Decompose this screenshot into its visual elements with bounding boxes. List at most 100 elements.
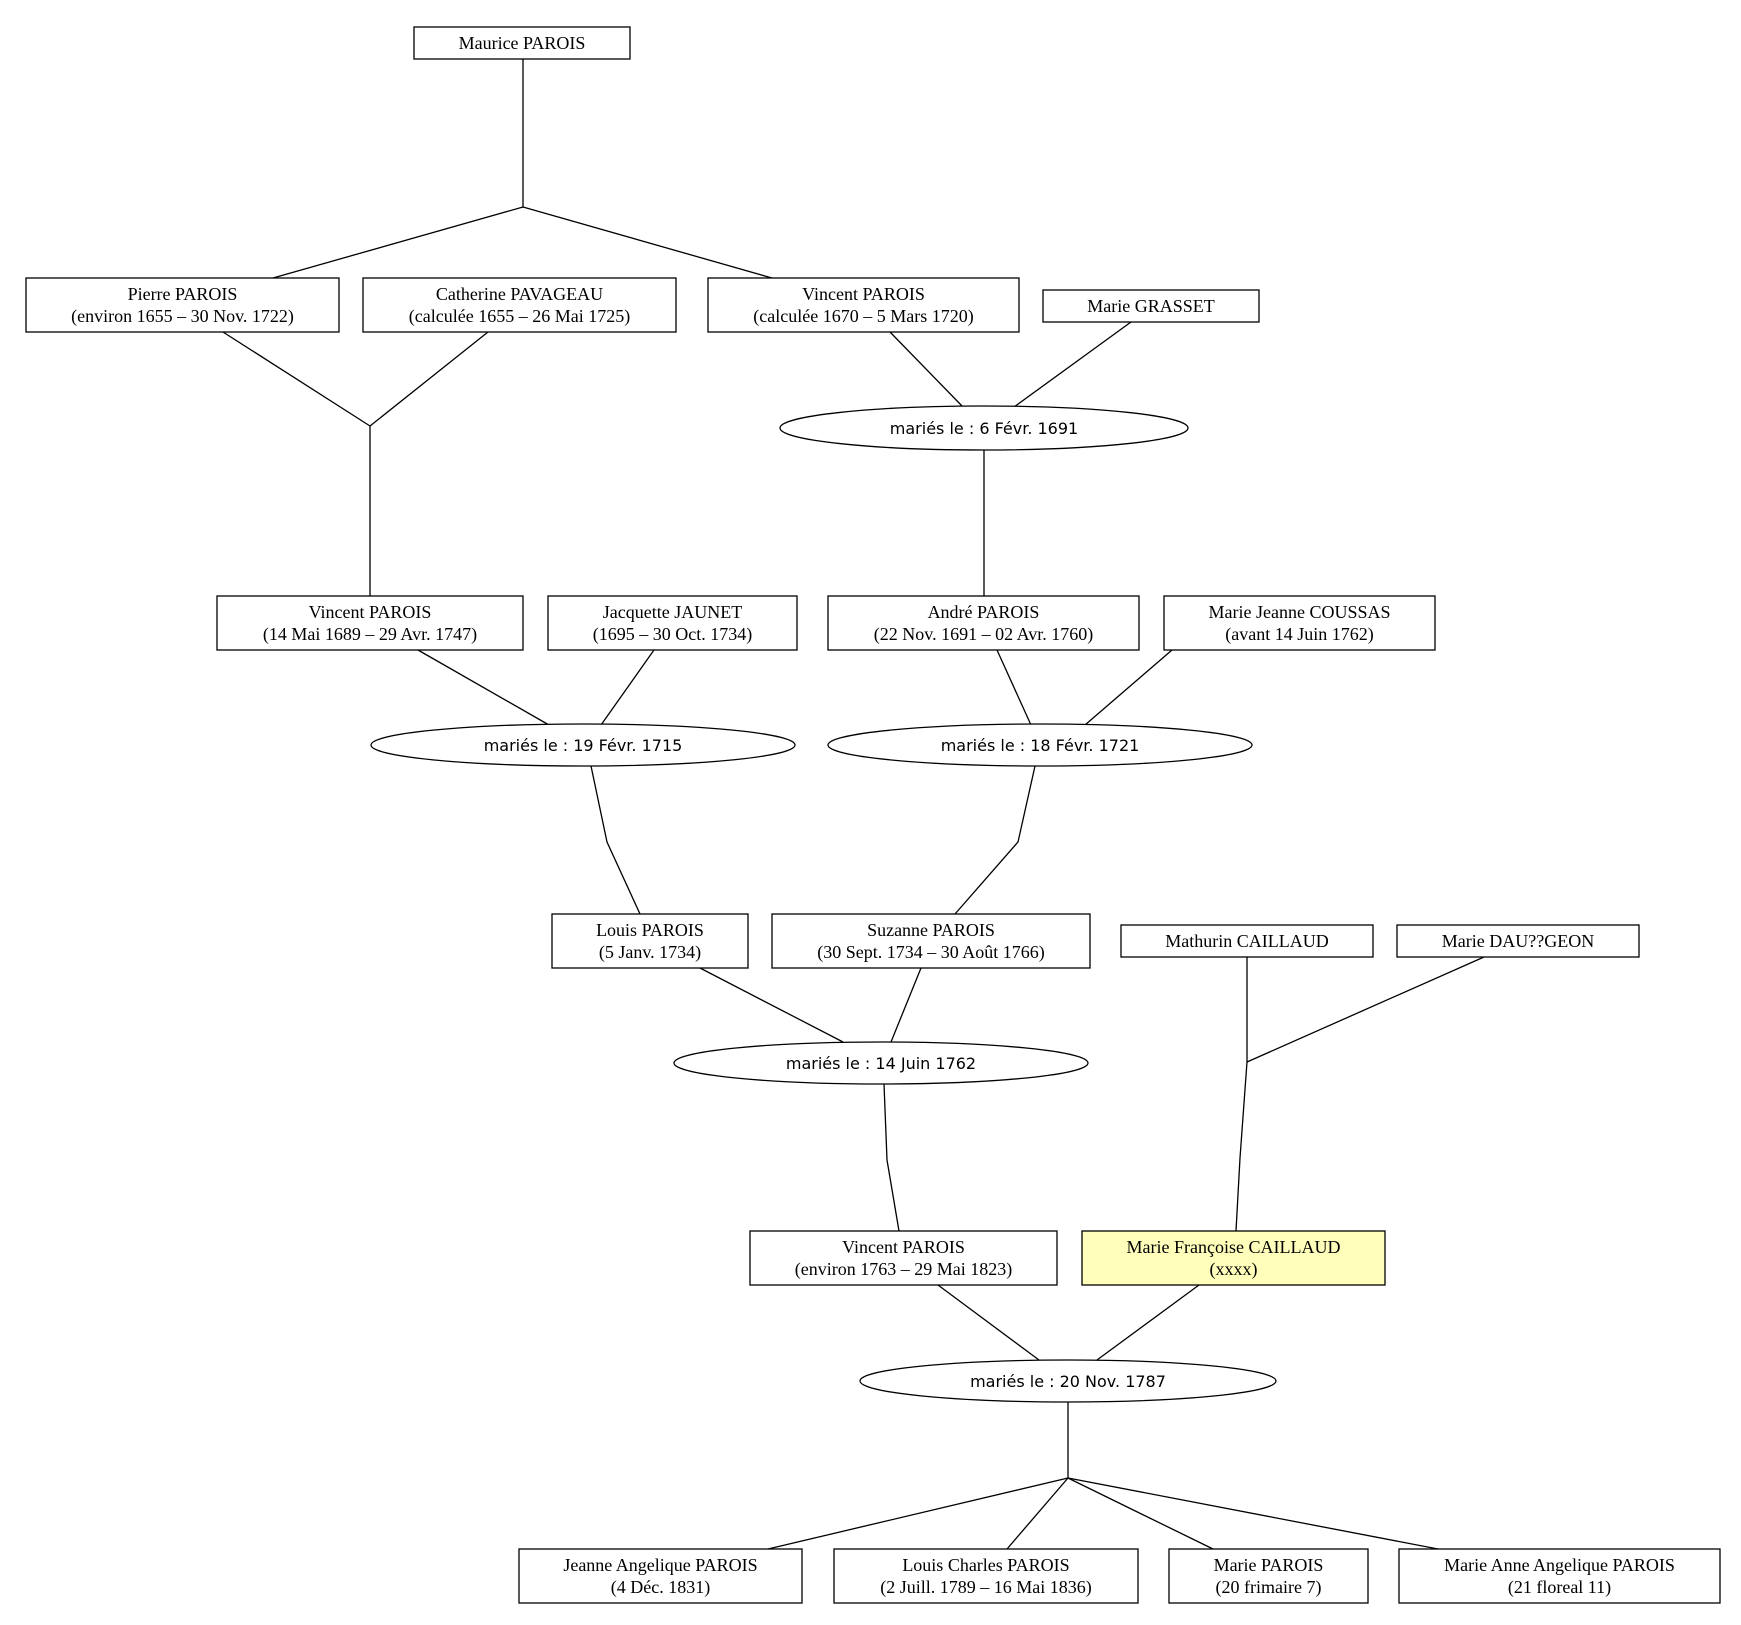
marriage-label: mariés le : 14 Juin 1762 (786, 1054, 976, 1073)
marriage-m1715: mariés le : 19 Févr. 1715 (370, 723, 796, 767)
person-box-marie: Marie PAROIS(20 frimaire 7) (1168, 1548, 1369, 1604)
person-box-frame (362, 277, 677, 333)
connector-line (417, 649, 550, 726)
marriage-oval (370, 723, 796, 767)
connector-line (522, 206, 773, 279)
person-box-frame (1398, 1548, 1721, 1604)
connector-line (222, 331, 371, 427)
person-name: Catherine PAVAGEAU (436, 284, 603, 304)
person-box-vincent3: Vincent PAROIS(environ 1763 – 29 Mai 182… (749, 1230, 1058, 1286)
marriage-m1762: mariés le : 14 Juin 1762 (673, 1041, 1089, 1085)
marriage-label: mariés le : 18 Févr. 1721 (941, 736, 1140, 755)
person-dates: (4 Déc. 1831) (611, 1577, 710, 1598)
marriage-m1787: mariés le : 20 Nov. 1787 (859, 1359, 1277, 1403)
marriage-m1721: mariés le : 18 Févr. 1721 (827, 723, 1253, 767)
person-box-vincent1: Vincent PAROIS(calculée 1670 – 5 Mars 17… (707, 277, 1020, 333)
person-box-frame (1081, 1230, 1386, 1286)
person-box-frame (1120, 924, 1374, 958)
person-dates: (environ 1655 – 30 Nov. 1722) (71, 306, 294, 327)
person-box-frame (1163, 595, 1436, 651)
marriage-ovals: mariés le : 6 Févr. 1691 mariés le : 19 F… (370, 405, 1277, 1403)
marriage-oval (779, 405, 1189, 451)
person-name: Marie PAROIS (1214, 1555, 1324, 1575)
connector-line (1067, 1477, 1439, 1550)
marriage-m1691: mariés le : 6 Févr. 1691 (779, 405, 1189, 451)
person-dates: (20 frimaire 7) (1216, 1577, 1322, 1598)
person-box-catherine: Catherine PAVAGEAU(calculée 1655 – 26 Ma… (362, 277, 677, 333)
person-name: Vincent PAROIS (802, 284, 925, 304)
person-box-frame (25, 277, 340, 333)
person-name: André PAROIS (928, 602, 1040, 622)
person-box-frame (1396, 924, 1640, 958)
person-box-maurice: Maurice PAROIS (413, 26, 631, 60)
connector-line (600, 649, 655, 726)
connector-line (1096, 1284, 1200, 1361)
person-box-jeanne: Jeanne Angelique PAROIS(4 Déc. 1831) (518, 1548, 803, 1604)
person-dates: (2 Juill. 1789 – 16 Mai 1836) (880, 1577, 1092, 1598)
person-box-jacquette: Jacquette JAUNET(1695 – 30 Oct. 1734) (547, 595, 798, 651)
person-dates: (30 Sept. 1734 – 30 Août 1766) (817, 942, 1045, 963)
person-box-frame (749, 1230, 1058, 1286)
person-boxes: Maurice PAROIS Pierre PAROIS(environ 1655… (25, 26, 1721, 1604)
person-dates: (5 Janv. 1734) (599, 942, 701, 963)
person-box-pierre: Pierre PAROIS(environ 1655 – 30 Nov. 172… (25, 277, 340, 333)
marriage-oval (827, 723, 1253, 767)
connector-line (889, 331, 964, 408)
person-name: Louis PAROIS (596, 920, 704, 940)
connector-line (1235, 1061, 1248, 1232)
person-box-vincent2: Vincent PAROIS(14 Mai 1689 – 29 Avr. 174… (216, 595, 524, 651)
connector-line (937, 1284, 1040, 1361)
person-box-frame (771, 913, 1091, 969)
connector-line (1006, 1477, 1069, 1550)
person-box-frame (1168, 1548, 1369, 1604)
person-box-grasset: Marie GRASSET (1042, 289, 1260, 323)
connector-line (1013, 321, 1132, 408)
person-name: Mathurin CAILLAUD (1165, 931, 1328, 951)
connector-line (590, 765, 641, 915)
person-box-frame (1042, 289, 1260, 323)
connector-line (1067, 1477, 1214, 1550)
person-name: Vincent PAROIS (842, 1237, 965, 1257)
connector-lines (222, 59, 1485, 1550)
person-box-louischarles: Louis Charles PAROIS(2 Juill. 1789 – 16 … (833, 1548, 1139, 1604)
person-box-frame (833, 1548, 1139, 1604)
person-name: Maurice PAROIS (459, 33, 586, 53)
person-name: Jeanne Angelique PAROIS (563, 1555, 757, 1575)
person-name: Marie DAU??GEON (1442, 931, 1594, 951)
connector-line (272, 206, 524, 279)
person-box-daugeon: Marie DAU??GEON (1396, 924, 1640, 958)
person-box-suzanne: Suzanne PAROIS(30 Sept. 1734 – 30 Août 1… (771, 913, 1091, 969)
marriage-oval (673, 1041, 1089, 1085)
marriage-label: mariés le : 19 Févr. 1715 (484, 736, 683, 755)
person-box-frame (547, 595, 798, 651)
person-box-frame (216, 595, 524, 651)
person-name: Marie Anne Angelique PAROIS (1444, 1555, 1675, 1575)
person-name: Louis Charles PAROIS (902, 1555, 1069, 1575)
connector-line (890, 967, 922, 1043)
connector-line (699, 967, 844, 1043)
marriage-label: mariés le : 20 Nov. 1787 (970, 1372, 1166, 1391)
person-box-frame (827, 595, 1140, 651)
connector-line (954, 765, 1036, 915)
person-name: Marie Jeanne COUSSAS (1209, 602, 1391, 622)
person-box-mathurin: Mathurin CAILLAUD (1120, 924, 1374, 958)
person-box-marieanne: Marie Anne Angelique PAROIS(21 floreal 1… (1398, 1548, 1721, 1604)
connector-line (767, 1477, 1069, 1550)
connector-line (369, 331, 489, 427)
person-box-frame (707, 277, 1020, 333)
person-box-frame (518, 1548, 803, 1604)
marriage-oval (859, 1359, 1277, 1403)
person-box-andre: André PAROIS(22 Nov. 1691 – 02 Avr. 1760… (827, 595, 1140, 651)
person-dates: (avant 14 Juin 1762) (1225, 624, 1373, 645)
person-name: Pierre PAROIS (128, 284, 238, 304)
person-dates: (environ 1763 – 29 Mai 1823) (795, 1259, 1012, 1280)
person-dates: (calculée 1655 – 26 Mai 1725) (409, 306, 630, 327)
person-dates: (14 Mai 1689 – 29 Avr. 1747) (263, 624, 477, 645)
person-dates: (1695 – 30 Oct. 1734) (593, 624, 752, 645)
person-dates: (xxxx) (1210, 1259, 1258, 1280)
person-dates: (21 floreal 11) (1508, 1577, 1611, 1598)
marriage-label: mariés le : 6 Févr. 1691 (890, 419, 1078, 438)
connector-line (883, 1083, 900, 1232)
person-name: Marie GRASSET (1087, 296, 1215, 316)
